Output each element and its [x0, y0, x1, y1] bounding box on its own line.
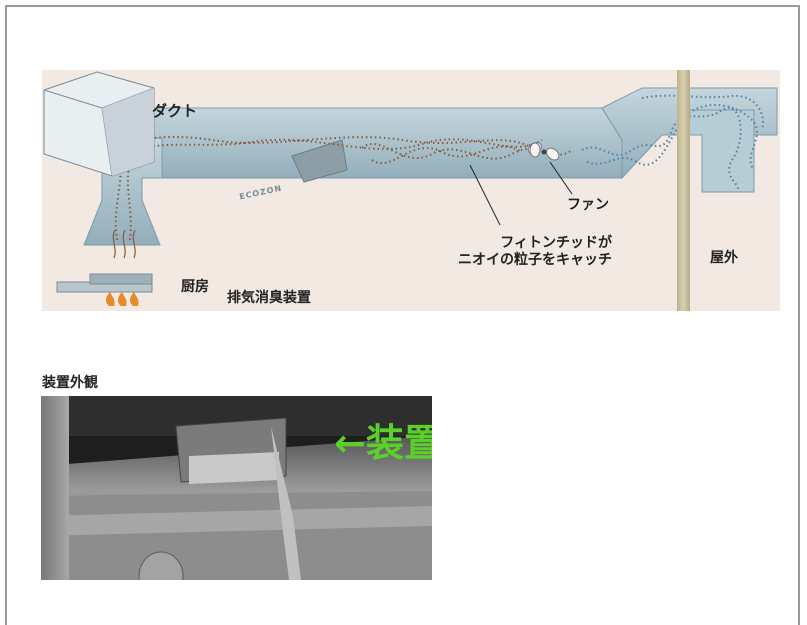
duct-label: ダクト: [152, 102, 198, 120]
catch-label-line2: ニオイの粒子をキャッチ: [458, 252, 612, 268]
flame-icons: [106, 292, 139, 306]
outside-wall: [677, 70, 690, 311]
heat-waves: [112, 229, 136, 259]
photo-section-title: 装置外観: [42, 375, 98, 391]
kitchen-label: 厨房: [181, 279, 209, 295]
fan-label: ファン: [567, 197, 609, 213]
catch-label-line1: フィトンチッドが: [500, 235, 612, 251]
ventilation-diagram: ECOZON ダクト ファン フィトンチッドが ニオイの粒子をキャッチ 屋外 厨…: [42, 70, 780, 311]
device-photo: ←装置: [41, 396, 432, 580]
fan-graphic: [527, 142, 560, 161]
deodorizer-device: [43, 71, 155, 177]
clean-air-paths: [581, 94, 764, 191]
content-frame: [5, 5, 800, 625]
device-pointer-label: ←装置: [334, 421, 432, 465]
outlet-duct: [681, 109, 755, 193]
photo-graphic: [41, 396, 432, 580]
catch-label: フィトンチッドが ニオイの粒子をキャッチ: [422, 235, 612, 269]
outside-label: 屋外: [710, 250, 738, 266]
diagram-graphic: [56, 70, 778, 311]
device-connector: [291, 139, 348, 183]
device-label: 排気消臭装置: [227, 290, 311, 306]
